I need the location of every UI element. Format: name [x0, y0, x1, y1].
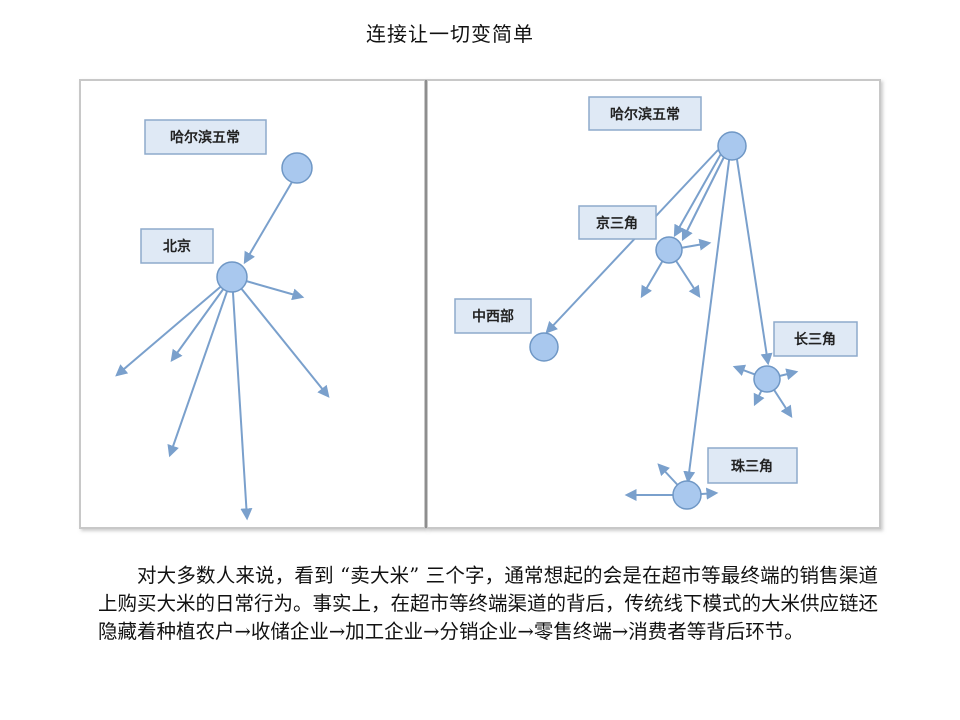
label-box-harbin-left	[144, 119, 267, 155]
edge-harbin-to-zhu	[683, 152, 731, 484]
slide-title: 连接让一切变简单	[366, 22, 534, 46]
label-harbin-right: 哈尔滨五常	[610, 106, 680, 123]
node-harbin-left	[281, 152, 313, 184]
node-jing-sanjiao	[655, 236, 683, 264]
node-harbin-right	[717, 131, 747, 161]
node-zhu-sanjiao	[672, 480, 702, 510]
edge-beijing-out-1	[115, 276, 233, 377]
edge-harbin-to-jing-2	[681, 152, 727, 242]
label-harbin-left: 哈尔滨五常	[170, 129, 240, 146]
label-box-chang-sanjiao	[773, 321, 858, 357]
node-zhongxibu	[529, 332, 559, 362]
edge-beijing-out-2	[170, 276, 233, 362]
edge-harbin-to-beijing	[243, 181, 293, 265]
edge-harbin-to-zhongxibu	[545, 149, 719, 334]
caption-paragraph: 对大多数人来说，看到 “卖大米” 三个字，通常想起的会是在超市等最终端的销售渠道…	[98, 564, 879, 643]
label-jing-sanjiao: 京三角	[596, 215, 638, 232]
label-box-zhongxibu	[454, 298, 532, 334]
edge-harbin-to-jing	[673, 151, 723, 238]
label-beijing: 北京	[163, 238, 191, 255]
node-beijing	[216, 261, 248, 293]
edge-beijing-out-4	[231, 276, 253, 521]
node-chang-sanjiao	[753, 365, 781, 393]
label-box-beijing	[140, 228, 214, 264]
label-box-harbin-right	[588, 96, 702, 131]
edge-beijing-out-5	[231, 276, 330, 398]
label-box-zhu-sanjiao	[707, 447, 798, 484]
label-chang-sanjiao: 长三角	[794, 331, 836, 348]
label-zhongxibu: 中西部	[472, 308, 514, 325]
caption-text-block: 对大多数人来说，看到 “卖大米” 三个字，通常想起的会是在超市等最终端的销售渠道…	[98, 562, 878, 646]
edge-harbin-to-chang	[735, 152, 773, 366]
label-zhu-sanjiao: 珠三角	[731, 458, 773, 475]
edge-beijing-out-3	[167, 276, 233, 458]
left-edges	[115, 181, 330, 521]
label-box-jing-sanjiao	[578, 205, 657, 240]
